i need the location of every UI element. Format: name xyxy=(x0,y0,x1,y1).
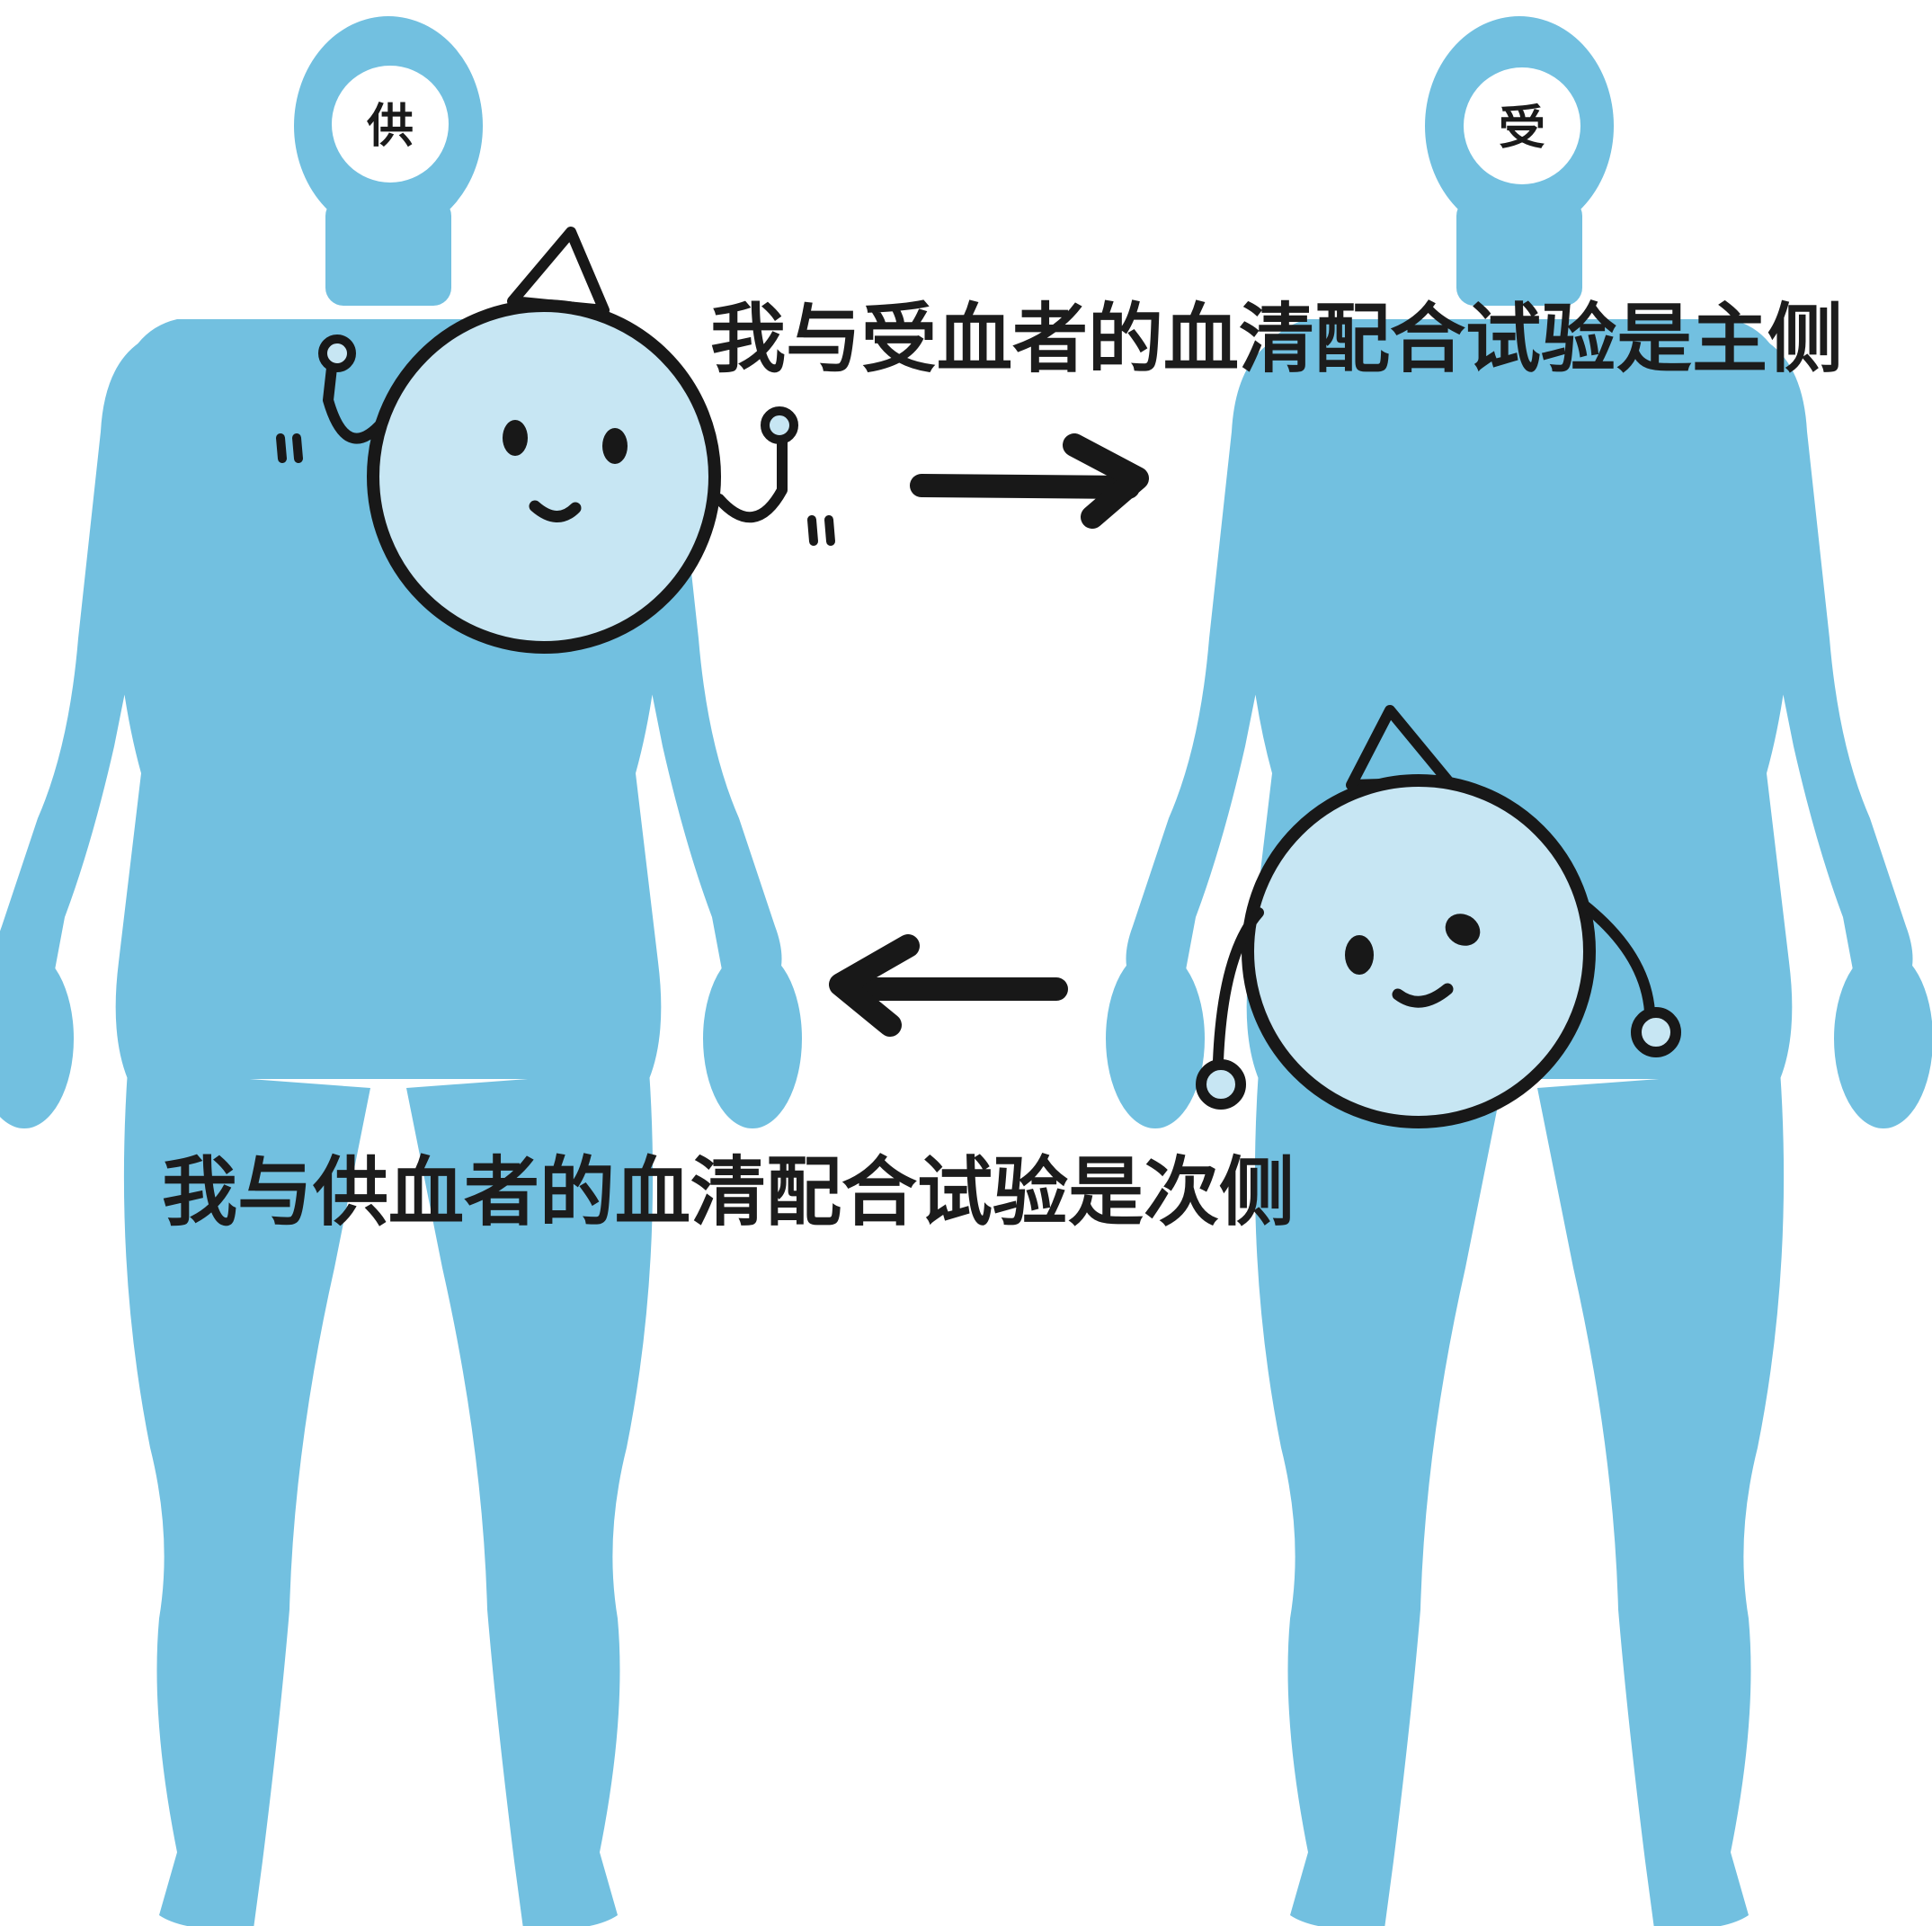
caption-minor-crossmatch: 我与供血者的血清配合试验是次侧 xyxy=(162,1147,1295,1236)
caption-major-crossmatch: 我与受血者的血清配合试验是主侧 xyxy=(710,294,1843,383)
arrow-left-icon xyxy=(829,934,1068,1037)
recipient-head-badge xyxy=(1464,67,1580,184)
donor-label: 供 xyxy=(367,100,414,154)
blood-drop-character-major xyxy=(276,227,835,654)
arrow-right-icon xyxy=(910,433,1149,529)
blood-drop-character-minor xyxy=(1196,705,1681,1128)
recipient-label: 受 xyxy=(1499,102,1545,156)
donor-silhouette xyxy=(0,16,802,1926)
donor-head-badge xyxy=(332,66,449,183)
